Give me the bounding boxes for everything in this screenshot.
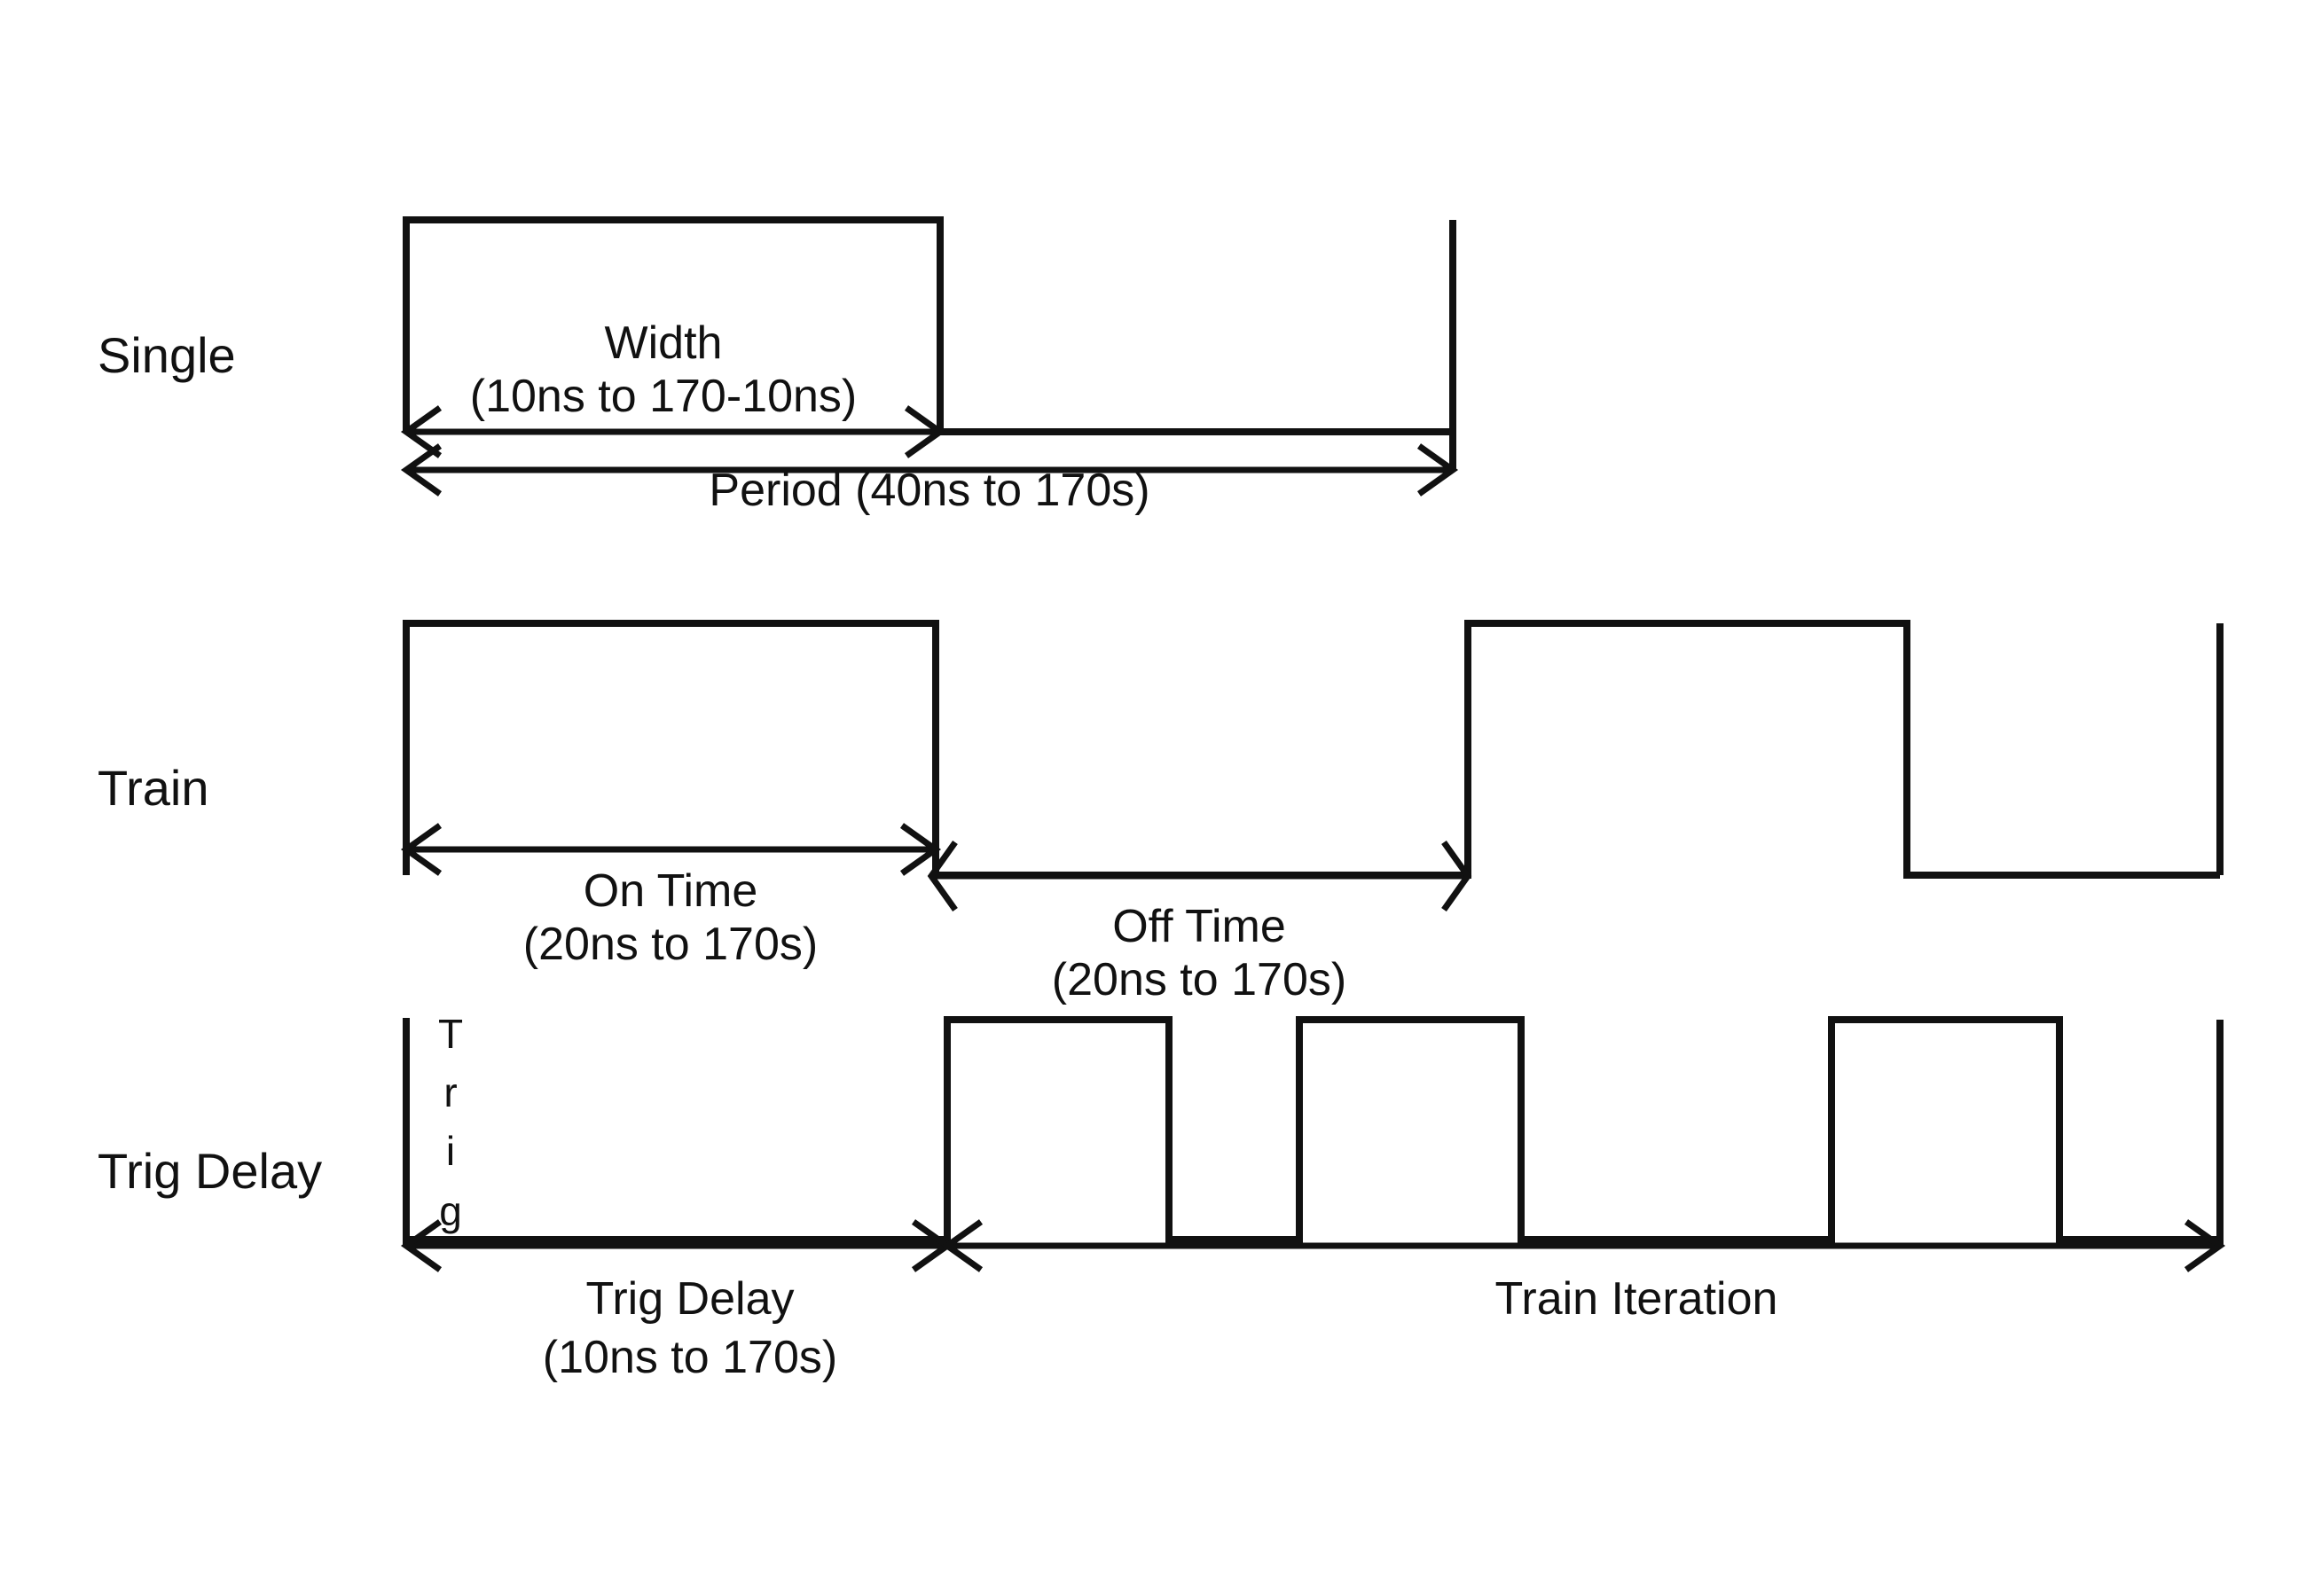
dimension-period-arrowhead-left bbox=[400, 443, 443, 497]
dimension-on-time-arrowhead-right bbox=[899, 823, 942, 876]
dimension-width-arrowhead-right bbox=[904, 405, 946, 458]
trig-vertical-label: T r i g bbox=[438, 1011, 463, 1234]
dimension-trig-delay-arrowhead-left bbox=[400, 1219, 443, 1272]
dimension-trig-delay bbox=[400, 1219, 984, 1272]
label-trig-delay-line1: Trig Delay bbox=[585, 1273, 794, 1325]
dimension-on-time-arrowhead-left bbox=[400, 823, 443, 876]
trig-letter-1: r bbox=[443, 1069, 457, 1115]
row-single: Single Width (10ns to 170-10ns) Period (… bbox=[98, 216, 1459, 516]
label-on-time-line1: On Time bbox=[584, 865, 758, 917]
dimension-period-arrowhead-right bbox=[1416, 443, 1459, 497]
row-label-trig-delay: Trig Delay bbox=[98, 1143, 322, 1199]
waveform-train bbox=[403, 620, 2220, 879]
row-train: Train On Time (20ns to 170s) Off Time (2… bbox=[98, 620, 2224, 1005]
label-width-line1: Width bbox=[605, 317, 723, 369]
trig-letter-3: g bbox=[439, 1188, 462, 1234]
dimension-train-iteration-arrowhead-right bbox=[2184, 1219, 2226, 1272]
label-trig-delay-line2: (10ns to 170s) bbox=[543, 1332, 837, 1383]
dimension-off-time-arrowhead-left bbox=[927, 840, 958, 912]
label-off-time-line2: (20ns to 170s) bbox=[1052, 954, 1346, 1005]
dimension-width bbox=[400, 405, 946, 458]
label-on-time-line2: (20ns to 170s) bbox=[523, 919, 818, 970]
label-train-iteration: Train Iteration bbox=[1495, 1273, 1778, 1325]
dimension-width-arrowhead-left bbox=[400, 405, 443, 458]
dimension-off-time-arrowhead-right bbox=[1441, 840, 1472, 912]
trig-letter-2: i bbox=[446, 1128, 455, 1174]
row-label-train: Train bbox=[98, 760, 209, 816]
label-off-time-line1: Off Time bbox=[1112, 901, 1286, 952]
label-width-line2: (10ns to 170-10ns) bbox=[470, 371, 858, 422]
label-period: Period (40ns to 170s) bbox=[709, 465, 1149, 516]
dimension-on-time bbox=[400, 823, 942, 876]
dimension-off-time bbox=[927, 840, 1472, 912]
waveform-single bbox=[403, 216, 1453, 435]
waveform-trig-delay bbox=[406, 1016, 2220, 1243]
row-label-single: Single bbox=[98, 327, 236, 383]
row-trig-delay: Trig Delay T r i g bbox=[98, 1011, 2226, 1383]
dimension-train-iteration bbox=[947, 1219, 2226, 1272]
dimension-period bbox=[400, 443, 1459, 497]
trig-letter-0: T bbox=[438, 1011, 463, 1057]
